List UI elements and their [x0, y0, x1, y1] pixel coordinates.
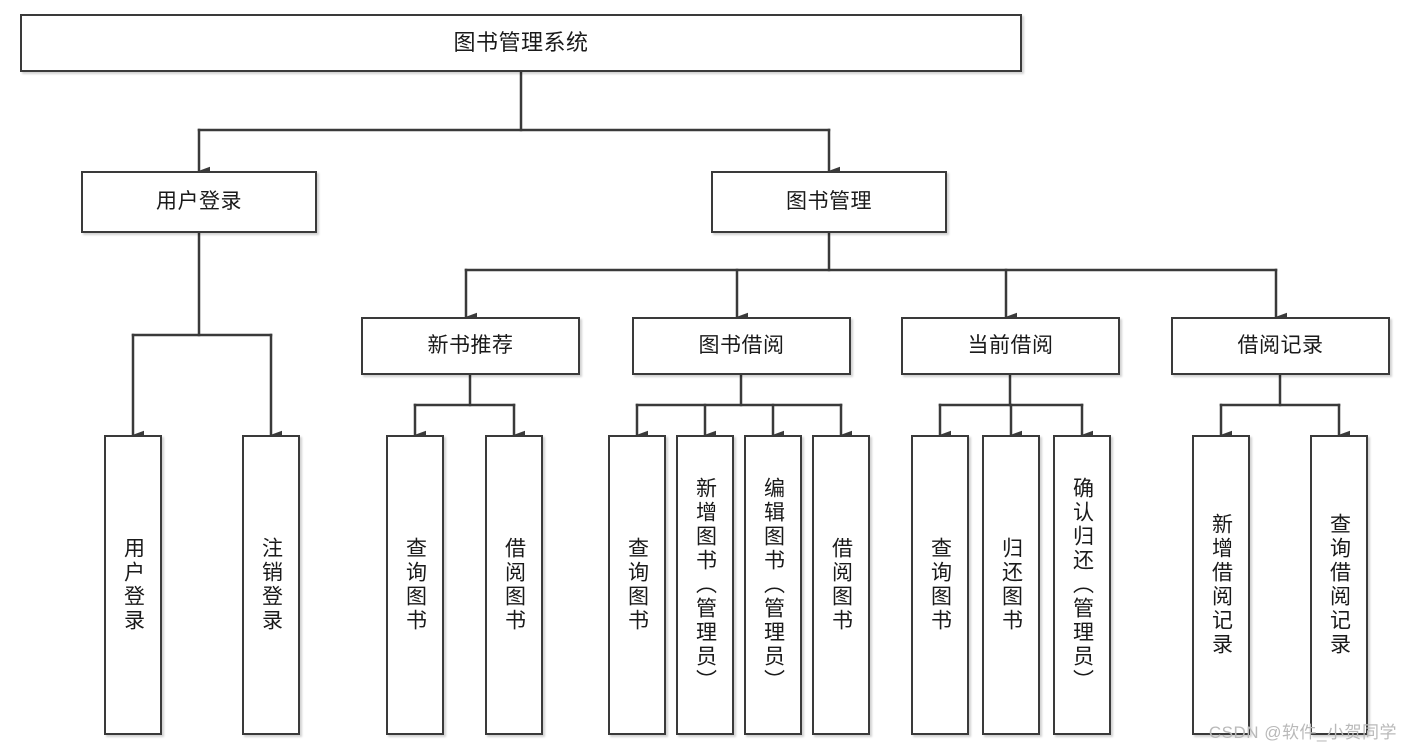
node-label-leaf-query-book-current: 查询图书	[928, 537, 952, 633]
node-root-system[interactable]: 图书管理系统	[20, 14, 1022, 72]
node-label-borrow-records: 借阅记录	[1237, 334, 1324, 358]
node-new-book-recommend[interactable]: 新书推荐	[361, 317, 580, 375]
node-label-book-borrow: 图书借阅	[698, 334, 785, 358]
node-label-leaf-logout: 注销登录	[259, 537, 283, 633]
node-leaf-query-borrow-record[interactable]: 查询借阅记录	[1310, 435, 1368, 735]
csdn-watermark: CSDN @软件_小贺同学	[1208, 723, 1397, 742]
node-leaf-query-book[interactable]: 查询图书	[608, 435, 666, 735]
node-label-new-book-recommend: 新书推荐	[427, 334, 514, 358]
node-leaf-query-book-recommend[interactable]: 查询图书	[386, 435, 444, 735]
node-leaf-borrow-book-recommend[interactable]: 借阅图书	[485, 435, 543, 735]
node-leaf-add-book-admin[interactable]: 新增图书（管理员）	[676, 435, 734, 735]
node-label-leaf-user-login: 用户登录	[121, 537, 145, 633]
node-label-leaf-borrow-book: 借阅图书	[829, 537, 853, 633]
node-label-leaf-query-book-recommend: 查询图书	[403, 537, 427, 633]
node-label-leaf-edit-book-admin: 编辑图书（管理员）	[761, 477, 785, 693]
node-label-leaf-add-borrow-record: 新增借阅记录	[1209, 513, 1233, 657]
connector-lines	[131, 70, 1350, 440]
node-label-leaf-borrow-book-recommend: 借阅图书	[502, 537, 526, 633]
node-user-login[interactable]: 用户登录	[81, 171, 317, 233]
node-label-leaf-return-book: 归还图书	[999, 537, 1023, 633]
node-leaf-user-login[interactable]: 用户登录	[104, 435, 162, 735]
node-leaf-borrow-book[interactable]: 借阅图书	[812, 435, 870, 735]
node-label-leaf-query-book: 查询图书	[625, 537, 649, 633]
node-label-root-system: 图书管理系统	[453, 29, 589, 55]
node-label-book-management: 图书管理	[786, 190, 872, 214]
node-leaf-logout[interactable]: 注销登录	[242, 435, 300, 735]
node-leaf-edit-book-admin[interactable]: 编辑图书（管理员）	[744, 435, 802, 735]
node-leaf-return-book[interactable]: 归还图书	[982, 435, 1040, 735]
node-borrow-records[interactable]: 借阅记录	[1171, 317, 1390, 375]
node-leaf-query-book-current[interactable]: 查询图书	[911, 435, 969, 735]
node-label-current-borrow: 当前借阅	[967, 334, 1054, 358]
node-label-leaf-confirm-return-admin: 确认归还（管理员）	[1070, 477, 1094, 693]
node-book-management[interactable]: 图书管理	[711, 171, 947, 233]
node-book-borrow[interactable]: 图书借阅	[632, 317, 851, 375]
node-label-leaf-query-borrow-record: 查询借阅记录	[1327, 513, 1351, 657]
node-leaf-confirm-return-admin[interactable]: 确认归还（管理员）	[1053, 435, 1111, 735]
node-label-user-login: 用户登录	[156, 190, 242, 214]
node-leaf-add-borrow-record[interactable]: 新增借阅记录	[1192, 435, 1250, 735]
node-current-borrow[interactable]: 当前借阅	[901, 317, 1120, 375]
node-label-leaf-add-book-admin: 新增图书（管理员）	[693, 477, 717, 693]
